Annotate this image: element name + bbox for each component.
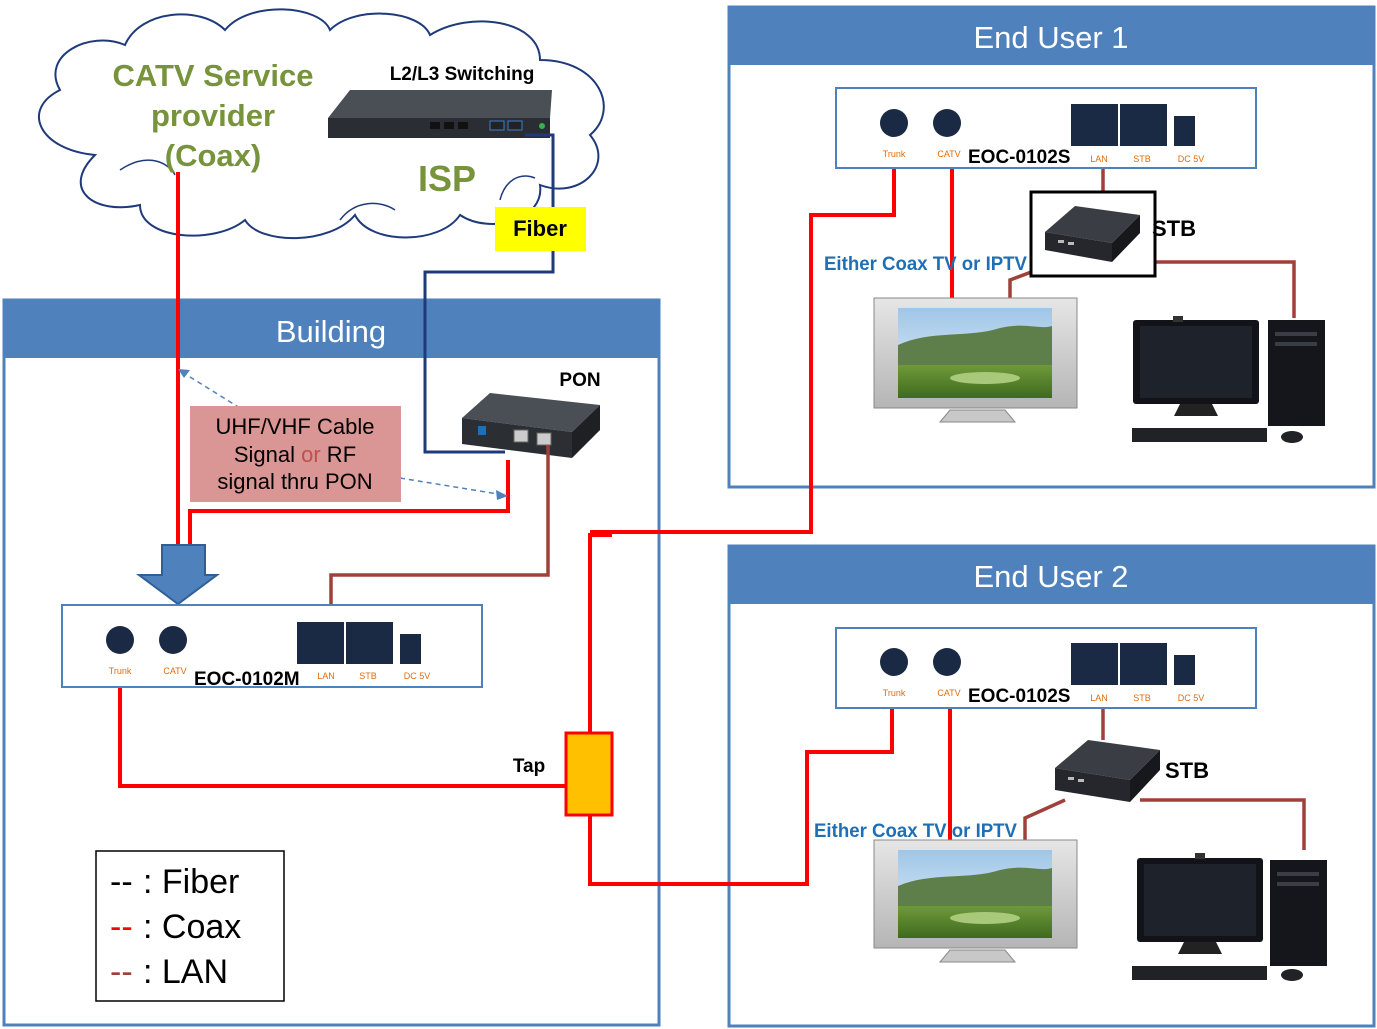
end-user-1-title: End User 1 <box>973 20 1128 55</box>
building-title: Building <box>276 314 386 349</box>
uhf-line2-or: or <box>301 442 321 467</box>
eoc-s1-port-catv: CATV <box>937 149 960 159</box>
eoc-s1-port-trunk: Trunk <box>883 149 906 159</box>
legend-lan-dash: -- <box>110 953 133 991</box>
legend-lan-text: : LAN <box>143 953 228 991</box>
down-arrow-icon <box>135 544 221 606</box>
eoc-s1-port-lan: LAN <box>1090 154 1108 164</box>
catv-provider-line3: (Coax) <box>165 138 261 173</box>
eoc-s2-port-dc: DC 5V <box>1178 693 1205 703</box>
eoc-s2-port-lan: LAN <box>1090 693 1108 703</box>
uhf-line2-c: RF <box>321 442 356 467</box>
pon-label: PON <box>559 370 600 391</box>
end-user-1-header <box>729 7 1374 65</box>
legend-box <box>95 850 285 1002</box>
eoc-s2-port-trunk: Trunk <box>883 688 906 698</box>
tap-label: Tap <box>513 756 545 777</box>
switch-label: L2/L3 Switching <box>390 64 535 85</box>
either-label-1: Either Coax TV or IPTV <box>824 254 1027 275</box>
uhf-line2: Signal or RF <box>234 442 356 467</box>
eoc-m-model: EOC-0102M <box>194 669 300 690</box>
eoc-s1-port-stb: STB <box>1133 154 1151 164</box>
either-label-2: Either Coax TV or IPTV <box>814 821 1017 842</box>
uhf-line2-a: Signal <box>234 442 301 467</box>
l2-l3-switch <box>328 90 552 138</box>
catv-provider-line2: provider <box>151 98 275 133</box>
eoc-0102s-device-1 <box>835 87 1257 169</box>
eoc-m-port-trunk: Trunk <box>109 666 132 676</box>
eoc-0102s-device-2 <box>835 627 1257 709</box>
catv-provider-line1: CATV Service <box>112 58 313 93</box>
end-user-2-header <box>729 546 1374 604</box>
end-user-2-title: End User 2 <box>973 559 1128 594</box>
tv-2-icon <box>873 839 1078 963</box>
eoc-0102m-device <box>61 604 483 688</box>
stb-2-label: STB <box>1165 758 1209 783</box>
uhf-line3: signal thru PON <box>217 469 372 494</box>
eoc-m-port-catv: CATV <box>163 666 186 676</box>
fiber-label: Fiber <box>513 216 567 241</box>
tap-box <box>564 731 614 817</box>
legend-fiber-dash: -- <box>110 863 133 901</box>
fiber-label-box <box>495 207 586 251</box>
eoc-m-port-lan: LAN <box>317 671 335 681</box>
stb-1-label: STB <box>1152 216 1196 241</box>
fiber-line <box>423 133 555 454</box>
uhf-arrowhead-up <box>178 369 190 378</box>
isp-label: ISP <box>418 158 476 199</box>
building-header <box>4 300 659 358</box>
pon-device <box>462 393 600 458</box>
eoc-s2-port-catv: CATV <box>937 688 960 698</box>
eoc-s2-model: EOC-0102S <box>968 686 1070 707</box>
legend-coax-dash: -- <box>110 908 133 946</box>
uhf-arrows <box>181 371 505 496</box>
legend-fiber-text: : Fiber <box>143 863 239 901</box>
isp-cloud <box>38 8 605 240</box>
stb-2-icon <box>1055 740 1160 802</box>
pc-1-icon <box>1132 316 1325 443</box>
uhf-arrowhead-right <box>496 490 508 500</box>
eoc-s2-port-stb: STB <box>1133 693 1151 703</box>
uhf-signal-box <box>190 406 401 502</box>
eoc-m-port-stb: STB <box>359 671 377 681</box>
eoc-m-port-dc: DC 5V <box>404 671 431 681</box>
tv-1-icon <box>873 297 1078 423</box>
stb-1-icon <box>1045 206 1140 262</box>
eoc-s1-model: EOC-0102S <box>968 147 1070 168</box>
uhf-line1: UHF/VHF Cable <box>216 414 375 439</box>
legend-coax-text: : Coax <box>143 908 241 946</box>
eoc-s1-port-dc: DC 5V <box>1178 154 1205 164</box>
pc-2-icon <box>1132 853 1327 981</box>
